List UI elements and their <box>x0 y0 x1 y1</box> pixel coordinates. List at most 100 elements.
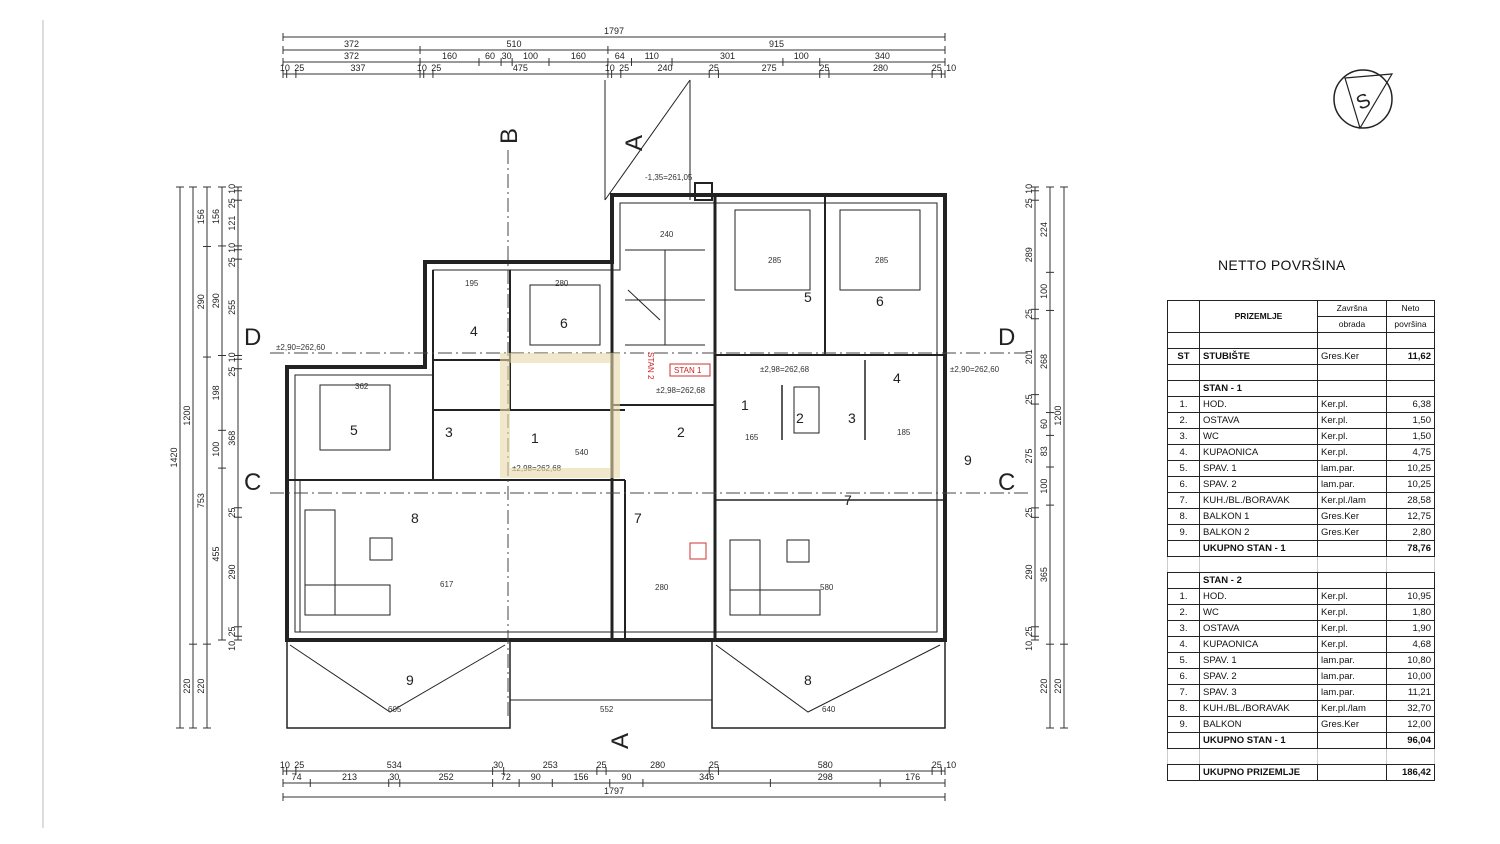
dimension-value: 100 <box>1039 479 1049 494</box>
section-label-a-bottom: A <box>607 733 634 749</box>
table-row: 6. SPAV. 2 lam.par. 10,25 <box>1167 476 1435 493</box>
dimension-value: 90 <box>621 772 631 782</box>
dim: 280 <box>555 279 569 288</box>
room-name: KUPAONICA <box>1199 636 1318 653</box>
room-area: 1,50 <box>1386 412 1435 429</box>
level-mark: ±2,98=262,68 <box>656 386 706 395</box>
level-mark: ±2,90=262,60 <box>276 343 326 352</box>
header-finish-2: obrada <box>1317 316 1387 333</box>
area-table: PRIZEMLJE Završna Neto obrada površina S… <box>1167 300 1435 781</box>
row-number: 3. <box>1167 428 1200 445</box>
room-number: 1 <box>741 397 749 413</box>
dimension-value: 25 <box>709 760 719 770</box>
dimension-value: 25 <box>819 63 829 73</box>
room-number: 9 <box>964 452 972 468</box>
dimension-value: 220 <box>1039 679 1049 694</box>
dimension-value: 1797 <box>604 786 624 796</box>
dim: 165 <box>745 433 759 442</box>
table-row: 8. BALKON 1 Gres.Ker 12,75 <box>1167 508 1435 525</box>
level-mark: -1,35=261,05 <box>645 173 693 182</box>
level-marks: ±2,90=262,60 ±2,90=262,60 ±2,98=262,68 ±… <box>276 173 1000 473</box>
north-arrow-letter: S <box>1353 89 1374 115</box>
dimension-value: 156 <box>211 209 221 224</box>
dim: 605 <box>388 705 402 714</box>
stan-1-section: STAN - 1 1. HOD. Ker.pl. 6,38 2. OSTAVA … <box>1167 380 1435 557</box>
row-number: 9. <box>1167 716 1200 733</box>
room-area: 1,90 <box>1386 620 1435 637</box>
table-row: 6. SPAV. 2 lam.par. 10,00 <box>1167 668 1435 685</box>
table-row: 8. KUH./BL./BORAVAK Ker.pl./lam 32,70 <box>1167 700 1435 717</box>
dimension-value: 30 <box>502 51 512 61</box>
row-number: 4. <box>1167 636 1200 653</box>
dimension-value: 25 <box>294 63 304 73</box>
stan-2-section: STAN - 2 1. HOD. Ker.pl. 10,95 2. WC Ker… <box>1167 572 1435 749</box>
row-number: 8. <box>1167 700 1200 717</box>
row-number: 7. <box>1167 492 1200 509</box>
section-title-row: STAN - 1 <box>1167 380 1435 397</box>
area-table-title: NETTO POVRŠINA <box>1218 257 1346 273</box>
room-area: 12,75 <box>1386 508 1435 525</box>
room-area: 12,00 <box>1386 716 1435 733</box>
room-name: BALKON 1 <box>1199 508 1318 525</box>
dimension-value: 100 <box>211 442 221 457</box>
dimension-value: 10 <box>605 63 615 73</box>
room-name: KUPAONICA <box>1199 444 1318 461</box>
room-finish: Ker.pl./lam <box>1317 492 1387 509</box>
inner-dimensions: 362 195 280 285 285 240 540 617 280 580 … <box>355 230 911 714</box>
room-name: OSTAVA <box>1199 412 1318 429</box>
dimension-value: 455 <box>211 547 221 562</box>
table-row: 7. SPAV. 3 lam.par. 11,21 <box>1167 684 1435 701</box>
dimension-value: 160 <box>571 51 586 61</box>
section-label-a-top: A <box>621 135 648 151</box>
table-row: 3. OSTAVA Ker.pl. 1,90 <box>1167 620 1435 637</box>
table-row: 9. BALKON 2 Gres.Ker 2,80 <box>1167 524 1435 541</box>
dimension-value: 510 <box>506 39 521 49</box>
section-label-d-right: D <box>998 324 1015 351</box>
section-lines <box>270 150 1030 720</box>
table-header: PRIZEMLJE Završna Neto <box>1167 300 1435 333</box>
section-label-c-left: C <box>244 469 261 496</box>
dimension-value: 1420 <box>169 447 179 467</box>
dimension-value: 25 <box>227 257 237 267</box>
room-finish: Ker.pl. <box>1317 396 1387 413</box>
section-label-d-left: D <box>244 324 261 351</box>
dim: 285 <box>768 256 782 265</box>
room-area: 1,50 <box>1386 428 1435 445</box>
dimension-value: 160 <box>442 51 457 61</box>
dimension-value: 475 <box>513 63 528 73</box>
dimension-value: 280 <box>873 63 888 73</box>
room-area: 32,70 <box>1386 700 1435 717</box>
room-area: 2,80 <box>1386 524 1435 541</box>
room-name: WC <box>1199 604 1318 621</box>
dim: 617 <box>440 580 454 589</box>
dimension-value: 10 <box>417 63 427 73</box>
room-finish: Ker.pl./lam <box>1317 700 1387 717</box>
room-finish: Ker.pl. <box>1317 620 1387 637</box>
dimension-value: 1200 <box>1053 406 1063 426</box>
dimension-value: 25 <box>227 507 237 517</box>
dimension-value: 290 <box>196 294 206 309</box>
room-finish: lam.par. <box>1317 652 1387 669</box>
table-row: 2. OSTAVA Ker.pl. 1,50 <box>1167 412 1435 429</box>
dimension-value: 10 <box>227 641 237 651</box>
table-row-grand-total: UKUPNO PRIZEMLJE 186,42 <box>1167 764 1435 781</box>
dimension-value: 25 <box>709 63 719 73</box>
room-name: SPAV. 1 <box>1199 652 1318 669</box>
dimension-value: 25 <box>1024 626 1034 636</box>
room-area: 10,25 <box>1386 476 1435 493</box>
watermark-logo <box>500 353 620 478</box>
dimension-value: 220 <box>196 679 206 694</box>
room-area: 4,75 <box>1386 444 1435 461</box>
section-title-row: STAN - 2 <box>1167 572 1435 589</box>
dimension-value: 365 <box>1039 567 1049 582</box>
table-row: 1. HOD. Ker.pl. 6,38 <box>1167 396 1435 413</box>
dimension-value: 290 <box>211 293 221 308</box>
room-number: 9 <box>406 672 414 688</box>
dimension-value: 255 <box>227 300 237 315</box>
room-finish: Gres.Ker <box>1317 524 1387 541</box>
dimension-value: 220 <box>182 679 192 694</box>
room-finish: Ker.pl. <box>1317 604 1387 621</box>
table-row: 2. WC Ker.pl. 1,80 <box>1167 604 1435 621</box>
